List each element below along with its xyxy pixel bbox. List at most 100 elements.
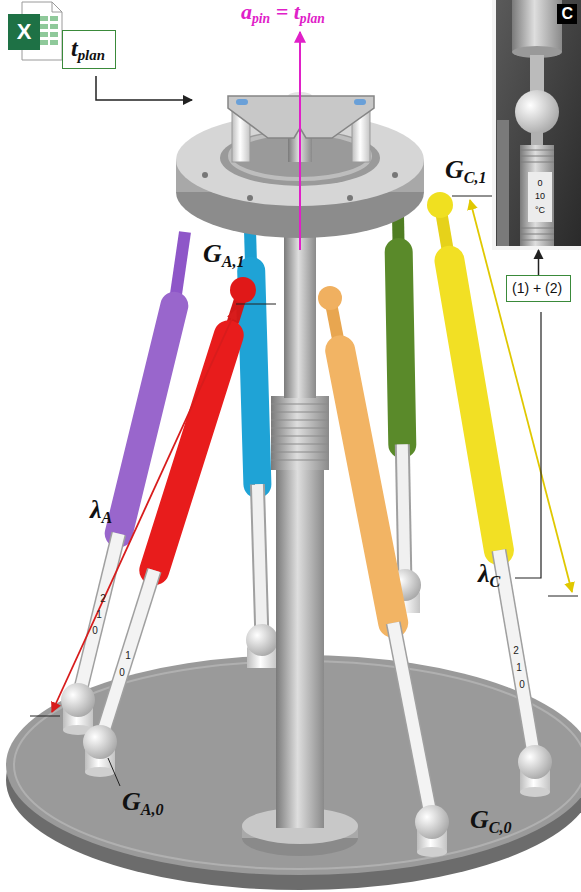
joint-label: GC,1: [445, 156, 487, 186]
text-run: A,0: [141, 801, 164, 818]
strut-red: [83, 725, 117, 759]
joint-label: GA,0: [122, 788, 164, 818]
strut-red: [100, 570, 154, 742]
text-run: G: [122, 787, 141, 816]
strut-purple: [61, 232, 185, 717]
node-text: tplan: [71, 34, 107, 65]
length-dimension-a: [52, 310, 236, 712]
text-run: t: [71, 35, 78, 61]
top-ring: [247, 195, 253, 201]
strut-orange: [393, 623, 432, 822]
strut-red: [230, 277, 256, 303]
back-strut-green: [402, 444, 405, 585]
photo-inset: [528, 172, 552, 222]
central-column: [271, 396, 329, 470]
photo-inset: [515, 90, 559, 134]
text-run: C: [561, 5, 573, 22]
strut-red: [154, 335, 228, 570]
node-text: (1) + (2): [512, 280, 565, 297]
excel-sheet-icon: [50, 40, 58, 45]
node-text: X: [8, 14, 40, 50]
scale-number: °C: [535, 206, 545, 216]
photo-inset: [492, 0, 581, 250]
joint-label: GC,0: [470, 806, 512, 836]
text-run: 1: [125, 650, 131, 661]
strut-orange: [340, 350, 393, 623]
excel-sheet-icon: [40, 32, 48, 37]
length-dimension-a: [236, 304, 276, 305]
excel-sheet-icon: [40, 40, 48, 45]
photo-inset: [497, 120, 509, 246]
strut-orange: [393, 623, 432, 822]
scale-number: 0: [119, 667, 125, 678]
strut-yellow: [450, 261, 499, 551]
text-run: 0: [519, 679, 525, 690]
text-run: pin: [252, 11, 270, 26]
central-column: [276, 450, 324, 828]
front-mounts: [85, 767, 115, 777]
scale-number: 2: [100, 593, 106, 604]
scale-number: 0: [519, 679, 525, 690]
front-mounts: [417, 847, 447, 857]
strut-yellow: [427, 192, 453, 218]
node-text: C: [557, 4, 577, 24]
leader-lines: [96, 76, 541, 786]
text-run: C: [490, 573, 501, 590]
strut-yellow: [499, 550, 535, 762]
scale-number: 10: [535, 192, 545, 202]
excel-sheet-icon: [52, 2, 62, 12]
central-column: [242, 160, 358, 856]
back-strut-green: [399, 252, 403, 444]
text-run: = t: [270, 0, 300, 24]
photo-inset: [520, 145, 554, 246]
photo-inset: [496, 0, 581, 246]
top-ring: [392, 172, 398, 178]
text-run: C,1: [464, 169, 487, 186]
text-run: G: [203, 239, 222, 268]
scale-number: 1: [516, 662, 522, 673]
input-box: tplan: [62, 30, 116, 69]
text-run: 10: [535, 191, 545, 201]
front-mounts: [63, 706, 550, 857]
text-run: 2: [513, 645, 519, 656]
text-run: a: [241, 0, 252, 24]
photo-inset: [531, 132, 543, 146]
length-dimension-a: [30, 716, 60, 717]
excel-sheet-icon: [50, 32, 58, 37]
scale-number: 2: [513, 645, 519, 656]
strut-purple: [78, 534, 119, 700]
text-run: 0: [537, 178, 542, 188]
length-dimension-c: [452, 196, 578, 596]
photo-inset: [530, 55, 544, 95]
text-run: G: [445, 155, 464, 184]
text-run: G: [470, 805, 489, 834]
back-strut-green: [389, 215, 421, 601]
text-run: A: [102, 509, 113, 526]
text-run: A,1: [222, 253, 245, 270]
length-dimension-c: [470, 200, 572, 592]
scale-number: 1: [96, 609, 102, 620]
strut-orange: [415, 805, 449, 839]
pin-axis: [300, 32, 301, 250]
text-run: 1: [96, 609, 102, 620]
text-run: 0: [119, 667, 125, 678]
strut-red: [100, 570, 154, 742]
pin-axis: [299, 32, 301, 250]
photo-inset: [492, 0, 581, 250]
strut-purple: [78, 534, 119, 700]
text-run: °C: [535, 205, 545, 215]
strut-orange: [318, 234, 449, 839]
strut-red: [83, 232, 256, 759]
back-strut-green: [402, 444, 405, 585]
back-strut-blue: [246, 624, 278, 656]
scale-number: 0: [537, 179, 542, 189]
length-dimension-c: [548, 596, 578, 597]
text-run: λ: [478, 559, 490, 588]
length-label: λA: [90, 496, 112, 526]
scale-number: 1: [125, 650, 131, 661]
axis-label: apin = tplan: [238, 0, 328, 26]
text-run: (1) + (2): [512, 280, 562, 296]
